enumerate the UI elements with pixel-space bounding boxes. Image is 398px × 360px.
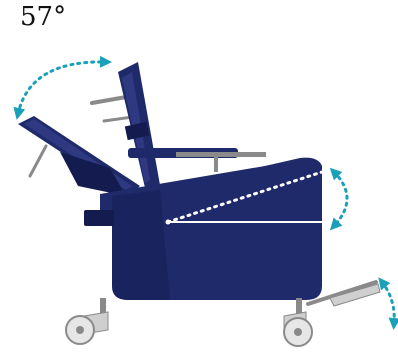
footrest-arrow-icon [382, 282, 394, 324]
tilt-arrow-icon [334, 172, 347, 226]
backrest [118, 62, 160, 192]
caster-front [66, 298, 108, 344]
reclined-backrest [18, 116, 140, 196]
rotate-arrow-icon [18, 62, 106, 114]
